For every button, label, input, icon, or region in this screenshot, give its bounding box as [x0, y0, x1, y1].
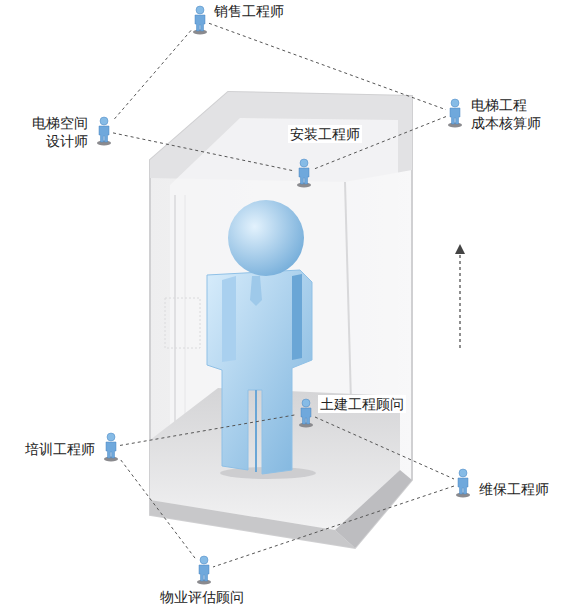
dashed-connector	[113, 133, 295, 171]
role-label: 安装工程师	[288, 125, 362, 143]
staff-node: 培训工程师	[103, 432, 119, 462]
person-icon	[103, 432, 119, 462]
dashed-connector	[213, 486, 454, 567]
role-label: 培训工程师	[23, 440, 97, 458]
dashed-connector	[120, 459, 195, 558]
person-icon	[196, 555, 212, 585]
dashed-connector	[315, 417, 454, 479]
up-arrow-head	[455, 244, 465, 254]
dashed-connector	[209, 23, 446, 109]
staff-node: 物业评估顾问	[196, 555, 212, 585]
person-icon	[96, 116, 112, 146]
dashed-connector	[120, 415, 297, 446]
role-label: 电梯工程 成本核算师	[469, 96, 549, 132]
up-arrow	[459, 252, 460, 348]
staff-node: 电梯空间 设计师	[96, 116, 112, 146]
staff-node: 土建工程顾问	[298, 398, 314, 428]
staff-node: 销售工程师	[192, 5, 208, 35]
person-icon	[296, 158, 312, 188]
cabin-shell	[150, 92, 412, 548]
role-label: 电梯空间 设计师	[24, 114, 90, 150]
button-panel	[165, 298, 200, 348]
role-label: 维保工程师	[477, 480, 551, 498]
role-label: 物业评估顾问	[158, 588, 246, 606]
role-label: 销售工程师	[212, 2, 286, 20]
staff-node: 安装工程师	[296, 158, 312, 188]
person-figure	[207, 200, 316, 479]
dashed-connector	[113, 30, 191, 120]
staff-node: 维保工程师	[455, 468, 471, 498]
person-icon	[192, 5, 208, 35]
person-icon	[447, 98, 463, 128]
role-label: 土建工程顾问	[318, 395, 406, 413]
person-icon	[298, 398, 314, 428]
person-icon	[455, 468, 471, 498]
staff-node: 电梯工程 成本核算师	[447, 98, 463, 128]
